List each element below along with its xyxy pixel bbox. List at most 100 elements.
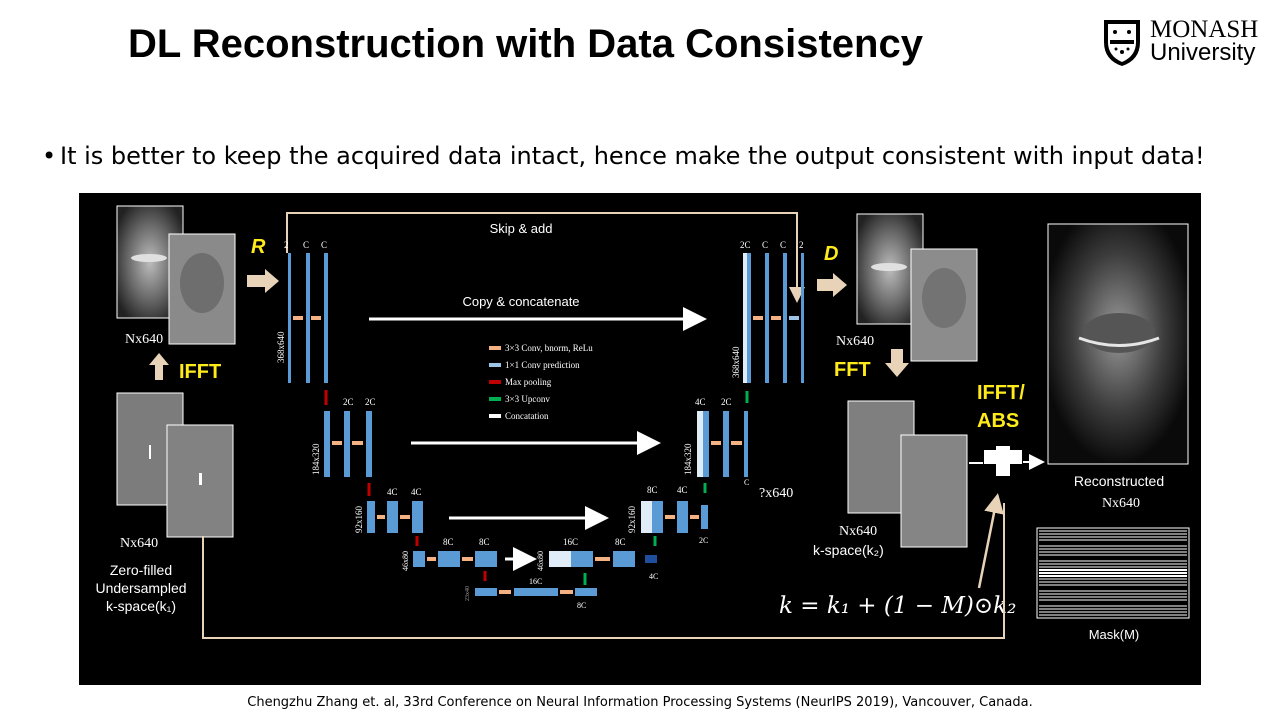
down-arrow-icon: [885, 349, 909, 377]
dec3-ch-0: 8C: [647, 485, 658, 495]
plus-icon: [984, 446, 1022, 476]
dec1-layer-b: [783, 253, 787, 383]
ifft-label: IFFT: [179, 361, 221, 383]
copy-concat-label: Copy & concatenate: [462, 294, 579, 309]
dec3-layer: [677, 501, 688, 533]
formula-arrow: [977, 493, 1004, 589]
dec1-layer-a: [765, 253, 769, 383]
enc4-dim: 46x80: [401, 551, 410, 571]
dec2-layer: [723, 411, 729, 477]
output-caption-2: Nx640: [1102, 496, 1140, 511]
dec3-concat-a: [641, 501, 652, 533]
enc2-ch-0: 2C: [343, 397, 354, 407]
dec1-layer-out: [801, 253, 804, 383]
ifft-abs-label-1: IFFT/: [977, 382, 1025, 404]
enc1-ch-2: C: [321, 240, 327, 250]
denoised-image-stack: [856, 213, 978, 362]
dec1-ch-2: C: [780, 240, 786, 250]
fft-label: FFT: [834, 359, 871, 381]
legend-concat: Concatation: [505, 411, 549, 421]
legend-upconv: 3×3 Upconv: [505, 394, 550, 404]
mask-image: [1036, 527, 1190, 619]
enc4-ch-1: 8C: [479, 537, 490, 547]
output-caption-1: Reconstructed: [1074, 473, 1164, 489]
enc1-layer-b: [306, 253, 310, 383]
dec3-bottom-ch: 2C: [699, 536, 708, 545]
dec3-dim: 92x160: [627, 506, 637, 534]
dec2-layer-small: [744, 411, 748, 477]
unet-diagram: Nx640 IFFT Nx640 Zero-filled Undersample…: [95, 205, 1190, 642]
enc3-ch-1: 4C: [411, 487, 422, 497]
kspace-input-stack: [116, 392, 234, 538]
dec1-ch-3: 2: [799, 240, 804, 250]
enc4-layer-b: [438, 551, 460, 567]
legend-pool: Max pooling: [505, 377, 552, 387]
reconstructed-image: [1047, 223, 1189, 465]
skip-add-line: [286, 212, 805, 303]
dec3-concat-b: [652, 501, 663, 533]
enc2-layer-a: [324, 411, 330, 477]
input-top-label: Nx640: [125, 332, 163, 347]
logo-line2: University: [1150, 39, 1256, 66]
dec1-concat-a: [743, 253, 747, 383]
dec2-concat-b: [703, 411, 709, 477]
dec4-bottom-ch: 4C: [649, 572, 658, 581]
dec4-layer: [613, 551, 635, 567]
enc2-layer-b: [344, 411, 350, 477]
up-arrow-icon: [149, 353, 169, 380]
skip-add-label: Skip & add: [490, 221, 553, 236]
dec2-concat-a: [697, 411, 703, 477]
ifft-abs-label-2: ABS: [977, 410, 1019, 432]
dec2-ch-1: 2C: [721, 397, 732, 407]
dec1-ch-1: C: [762, 240, 768, 250]
dec1-concat-b: [747, 253, 751, 383]
kspace-loop-line: [202, 503, 1005, 639]
bottleneck-top-ch: 16C: [529, 577, 542, 586]
dec2-bottom-ch: C: [744, 478, 749, 487]
dec4-concat-a: [549, 551, 571, 567]
enc3-ch-0: 4C: [387, 487, 398, 497]
dec4-concat-b: [571, 551, 593, 567]
bullet-text: It is better to keep the acquired data i…: [60, 142, 1205, 170]
legend-conv: 3×3 Conv, bnorm, ReLu: [505, 343, 593, 353]
enc1-ch-0: 2: [284, 240, 289, 250]
enc2-dim: 184x320: [311, 443, 321, 475]
legend-pred: 1×1 Conv prediction: [505, 360, 580, 370]
enc4-ch-0: 8C: [443, 537, 454, 547]
dec2-ch-0: 4C: [695, 397, 706, 407]
d-label: D: [824, 243, 838, 265]
monash-logo: MONASH University: [1100, 14, 1260, 70]
enc3-layer-c: [412, 501, 423, 533]
enc2-layer-c: [366, 411, 372, 477]
r-label: R: [251, 236, 266, 258]
bottleneck-layer-a: [475, 588, 497, 596]
input-caption-3: k-space(k₁): [106, 598, 176, 614]
middle-bottom-label: Nx640: [839, 524, 877, 539]
enc1-layer-c: [324, 253, 328, 383]
input-caption-1: Zero-filled: [110, 562, 172, 578]
dec1-ch-0: 2C: [740, 240, 751, 250]
dec4-ch-0: 16C: [563, 537, 578, 547]
enc4-layer-c: [475, 551, 497, 567]
input-caption-2: Undersampled: [95, 580, 186, 596]
enc3-layer-a: [367, 501, 375, 533]
dec3-ch-1: 4C: [677, 485, 688, 495]
enc1-ch-1: C: [303, 240, 309, 250]
dec4-layer-small: [645, 555, 657, 563]
dec1-dim: 368x640: [731, 346, 741, 378]
enc1-dim: 368x640: [276, 331, 286, 363]
enc3-layer-b: [387, 501, 398, 533]
bullet-point: •It is better to keep the acquired data …: [42, 142, 1205, 170]
mask-label: Mask(M): [1089, 627, 1140, 642]
bottleneck-layer-b: [514, 588, 558, 596]
dec4-ch-1: 8C: [615, 537, 626, 547]
crest-icon: [1104, 20, 1140, 66]
logo-line1: MONASH: [1150, 16, 1259, 43]
slide-title: DL Reconstruction with Data Consistency: [128, 22, 923, 66]
bottleneck-layer-c: [575, 588, 597, 596]
diagram-panel: Nx640 IFFT Nx640 Zero-filled Undersample…: [79, 193, 1201, 685]
kspace-middle-stack: [847, 400, 968, 548]
input-image-stack: [116, 205, 236, 345]
bottleneck-bottom-ch: 8C: [577, 601, 586, 610]
middle-top-label: Nx640: [836, 334, 874, 349]
